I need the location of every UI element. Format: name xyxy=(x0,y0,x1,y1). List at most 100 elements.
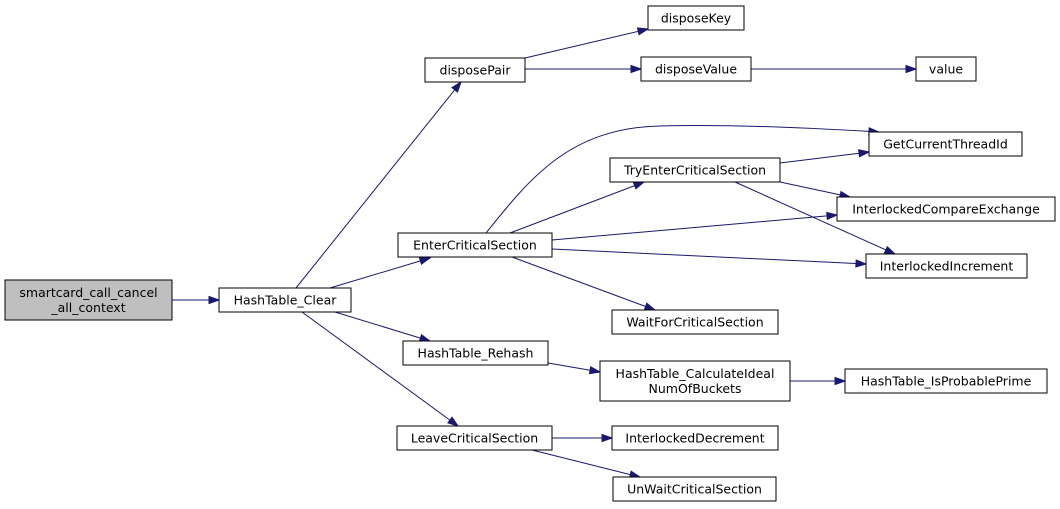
edge-tryentercriticalsection-to-interlockedcompareexchange xyxy=(779,181,852,199)
arrowhead-icon xyxy=(447,416,460,427)
node-box xyxy=(844,368,1048,394)
node-label: EnterCriticalSection xyxy=(413,238,537,253)
node-box xyxy=(424,57,526,83)
node-box xyxy=(915,56,977,82)
node-box xyxy=(402,340,549,366)
node-interlockedincrement[interactable]: InterlockedIncrement xyxy=(865,253,1028,279)
node-label: InterlockedCompareExchange xyxy=(852,202,1040,217)
edge-line xyxy=(734,181,887,251)
edge-leavecriticalsection-to-unwaitcriticalsection xyxy=(531,449,642,479)
edge-line xyxy=(779,181,841,196)
node-tryentercriticalsection[interactable]: TryEnterCriticalSection xyxy=(609,157,781,183)
node-disposepair[interactable]: disposePair xyxy=(424,57,526,83)
node-leavecriticalsection[interactable]: LeaveCriticalSection xyxy=(396,425,553,451)
edge-hashtable_clear-to-disposepair xyxy=(295,80,462,289)
node-hashtable-clear[interactable]: HashTable_Clear xyxy=(218,287,352,313)
node-box xyxy=(4,279,173,321)
edge-hashtable_clear-to-hashtable_rehash xyxy=(334,311,432,342)
node-label: HashTable_Clear xyxy=(234,293,338,308)
edge-entercriticalsection-to-interlockedcompareexchange xyxy=(551,211,839,241)
node-label: LeaveCriticalSection xyxy=(411,431,538,446)
node-unwaitcriticalsection[interactable]: UnWaitCriticalSection xyxy=(612,476,777,502)
node-box xyxy=(396,425,553,451)
node-getcurrentthreadid[interactable]: GetCurrentThreadId xyxy=(868,131,1023,157)
arrowhead-icon xyxy=(588,366,602,375)
node-box xyxy=(865,253,1028,279)
node-label: disposeKey xyxy=(661,11,732,26)
edges-layer xyxy=(172,27,918,479)
edge-line xyxy=(779,152,860,164)
node-box xyxy=(611,309,779,335)
node-hashtable-isprobableprime[interactable]: HashTable_IsProbablePrime xyxy=(844,368,1048,394)
node-label: GetCurrentThreadId xyxy=(883,137,1008,152)
arrowhead-icon xyxy=(636,27,650,36)
edge-root-to-hashtable_clear xyxy=(172,295,221,305)
node-label: smartcard_call_cancel xyxy=(19,285,157,300)
arrowhead-icon xyxy=(418,333,432,342)
edge-line xyxy=(524,30,639,59)
edge-entercriticalsection-to-interlockedincrement xyxy=(551,248,868,268)
node-hashtable-rehash[interactable]: HashTable_Rehash xyxy=(402,340,549,366)
node-value[interactable]: value xyxy=(915,56,977,82)
node-root[interactable]: smartcard_call_cancel_all_context xyxy=(4,279,173,321)
node-label: NumOfBuckets xyxy=(649,381,742,396)
arrowhead-icon xyxy=(208,295,221,305)
node-label: disposeValue xyxy=(655,62,737,77)
node-box xyxy=(609,157,781,183)
edge-line xyxy=(531,449,631,476)
arrowhead-icon xyxy=(883,245,897,255)
node-label: value xyxy=(929,62,963,77)
node-box xyxy=(868,131,1023,157)
edge-entercriticalsection-to-waitforcriticalsection xyxy=(511,256,657,311)
arrowhead-icon xyxy=(451,80,462,93)
node-waitforcriticalsection[interactable]: WaitForCriticalSection xyxy=(611,309,779,335)
arrowhead-icon xyxy=(632,181,646,190)
node-label: _all_context xyxy=(50,300,125,315)
node-label: HashTable_IsProbablePrime xyxy=(861,374,1032,389)
edge-disposepair-to-disposekey xyxy=(524,27,650,59)
edge-line xyxy=(551,215,828,241)
arrowhead-icon xyxy=(601,433,614,443)
node-label: HashTable_CalculateIdeal xyxy=(616,366,775,381)
node-disposekey[interactable]: disposeKey xyxy=(647,5,745,31)
node-disposevalue[interactable]: disposeValue xyxy=(640,56,752,82)
node-box xyxy=(218,287,352,313)
arrowhead-icon xyxy=(855,259,868,268)
edge-line xyxy=(295,89,456,289)
edge-disposevalue-to-value xyxy=(751,64,918,74)
node-box xyxy=(640,56,752,82)
arrowhead-icon xyxy=(834,376,847,386)
node-box xyxy=(612,476,777,502)
node-label: UnWaitCriticalSection xyxy=(627,482,762,497)
node-box xyxy=(611,425,779,451)
node-label: TryEnterCriticalSection xyxy=(623,163,766,178)
node-label: WaitForCriticalSection xyxy=(626,315,763,330)
edge-line xyxy=(329,260,421,289)
arrowhead-icon xyxy=(630,64,643,74)
arrowhead-icon xyxy=(418,256,432,266)
node-label: InterlockedDecrement xyxy=(625,431,764,446)
node-entercriticalsection[interactable]: EnterCriticalSection xyxy=(397,232,553,258)
edge-disposepair-to-disposevalue xyxy=(525,64,643,74)
edge-hashtable_rehash-to-hashtable_calculateideal xyxy=(547,362,602,375)
edge-entercriticalsection-to-tryentercriticalsection xyxy=(509,181,646,234)
edge-line xyxy=(301,311,451,421)
edge-line xyxy=(334,311,421,339)
edge-line xyxy=(485,124,870,234)
node-box xyxy=(836,196,1056,222)
edge-tryentercriticalsection-to-getcurrentthreadid xyxy=(779,149,871,164)
edge-line xyxy=(509,185,635,234)
edge-line xyxy=(547,362,591,371)
edge-hashtable_clear-to-leavecriticalsection xyxy=(301,311,460,427)
edge-line xyxy=(551,248,857,264)
node-box xyxy=(599,360,791,402)
arrowhead-icon xyxy=(858,149,871,158)
edge-line xyxy=(511,256,646,307)
edge-hashtable_clear-to-entercriticalsection xyxy=(329,256,432,289)
node-interlockedcompareexchange[interactable]: InterlockedCompareExchange xyxy=(836,196,1056,222)
node-interlockeddecrement[interactable]: InterlockedDecrement xyxy=(611,425,779,451)
node-label: InterlockedIncrement xyxy=(880,259,1014,274)
